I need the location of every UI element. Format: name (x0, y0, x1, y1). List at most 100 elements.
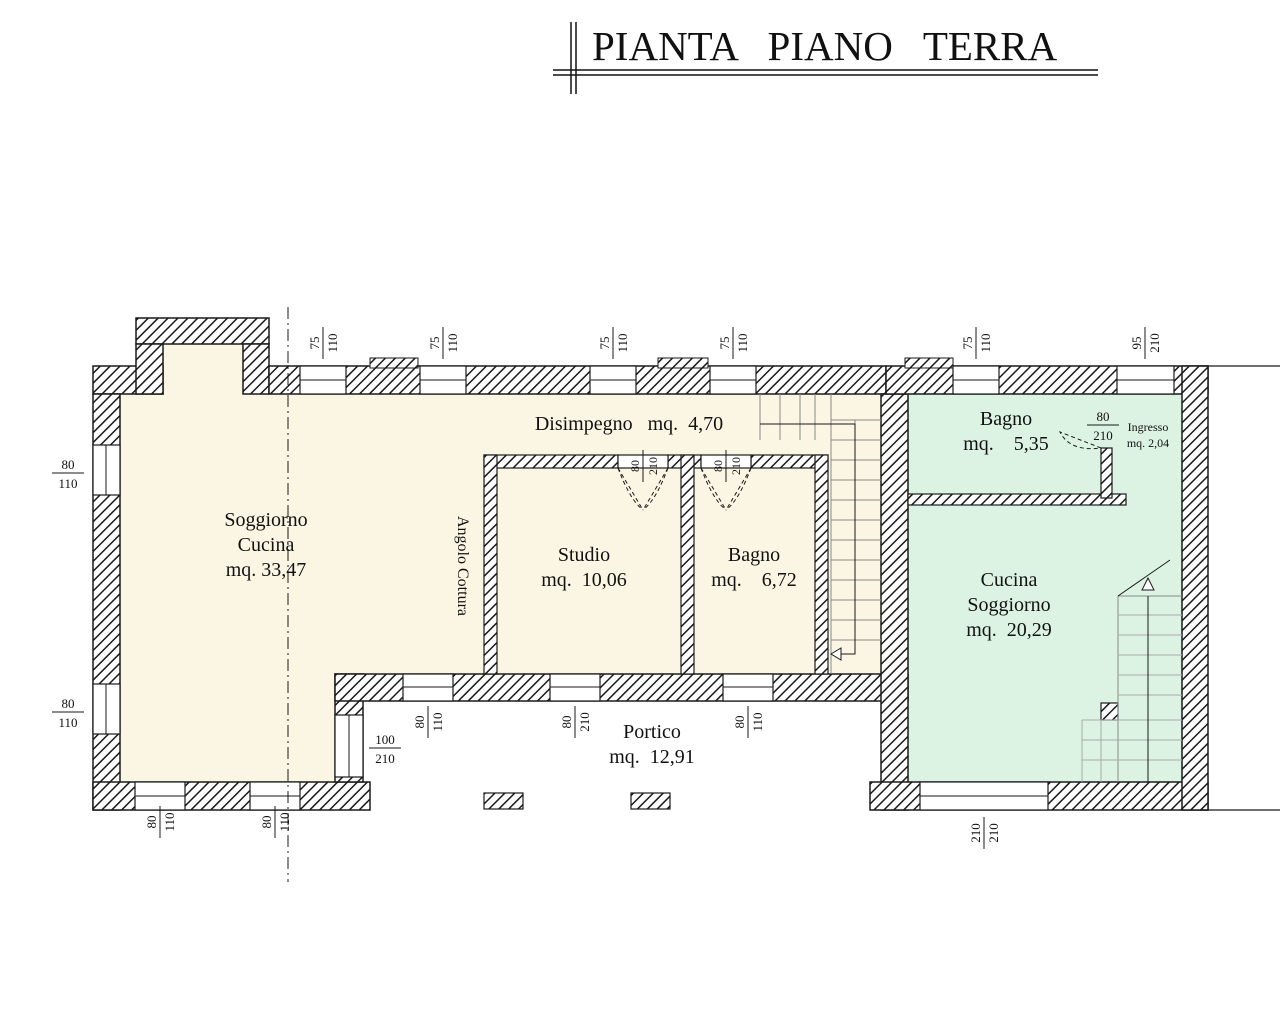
dimension-height: 210 (1093, 428, 1113, 443)
wall-studio-top (483, 454, 619, 469)
ingresso-area: mq. 2,04 (1127, 436, 1169, 450)
dimension-height: 110 (277, 812, 292, 831)
dimension-height: 110 (978, 333, 993, 352)
dimension-width: 95 (1129, 337, 1144, 350)
dimension-width: 75 (427, 337, 442, 350)
portico-label: Portico (623, 721, 681, 743)
soggiorno-cucina-area: mq. 33,47 (226, 559, 307, 581)
portico-pillar-2 (630, 792, 671, 810)
door-swings (617, 431, 1102, 511)
dimension-height: 210 (646, 457, 660, 475)
dimension-height: 210 (986, 823, 1001, 843)
dimension-height: 110 (58, 715, 77, 730)
dimension-height: 110 (445, 333, 460, 352)
dimension-width: 100 (375, 732, 395, 747)
dimension-height: 110 (162, 812, 177, 831)
outside-boundary (1200, 365, 1280, 811)
wall-right (1181, 365, 1209, 811)
wall-bagno-right-bottom (907, 493, 1127, 506)
stairs-center (759, 394, 881, 674)
dimension-width: 80 (259, 816, 274, 829)
stairs-right (1081, 559, 1182, 782)
ingresso-door-swing (1058, 431, 1102, 450)
dimension-height: 210 (577, 712, 592, 732)
bagno-door-swing (700, 467, 752, 511)
wall-nub-1 (369, 357, 419, 369)
dimension-height: 110 (750, 712, 765, 731)
ingresso-label: Ingresso (1128, 420, 1169, 434)
studio-door-swing (617, 467, 669, 511)
dimension-height: 110 (735, 333, 750, 352)
wall-ingresso-stub (1100, 447, 1113, 499)
page-title: PIANTA PIANO TERRA (592, 23, 1058, 69)
dimension-width: 80 (559, 716, 574, 729)
opening-glass-lines (105, 379, 1174, 797)
wall-bump-left (135, 343, 164, 395)
dimension-width: 80 (711, 460, 725, 472)
dimension-studio-door: 80 210 (628, 450, 660, 482)
title-block: PIANTA PIANO TERRA (553, 22, 1098, 94)
cucina-soggiorno-label-1: Cucina (981, 569, 1038, 591)
dimension-width: 80 (1097, 409, 1110, 424)
dimension-width: 80 (628, 460, 642, 472)
dimension-height: 110 (58, 476, 77, 491)
disimpegno-label: Disimpegno mq. 4,70 (535, 413, 723, 435)
right-unit-floor (908, 394, 1182, 782)
dimension-bagno-door: 80 210 (711, 450, 743, 482)
bagno-right-label: Bagno (980, 408, 1032, 430)
soggiorno-cucina-label-2: Cucina (238, 534, 295, 556)
dimension-height: 110 (430, 712, 445, 731)
dimension-height: 110 (325, 333, 340, 352)
cucina-soggiorno-area: mq. 20,29 (966, 619, 1052, 641)
dimension-height: 210 (375, 751, 395, 766)
dimension-width: 75 (307, 337, 322, 350)
dimension-height: 210 (1147, 333, 1162, 353)
bagno-center-area: mq. 6,72 (711, 569, 797, 591)
dimension-height: 210 (729, 457, 743, 475)
studio-area: mq. 10,06 (541, 569, 627, 591)
dimension-width: 80 (62, 457, 75, 472)
bagno-center-label: Bagno (728, 544, 780, 566)
wall-top-main (268, 365, 887, 395)
wall-divider (880, 393, 909, 811)
dimension-width: 80 (62, 696, 75, 711)
dimension-height: 110 (615, 333, 630, 352)
dimension-width: 80 (412, 716, 427, 729)
portico-pillar-1 (483, 792, 524, 810)
dimension-width: 75 (960, 337, 975, 350)
dimension-width: 80 (732, 716, 747, 729)
angolo-cottura-label: Angolo Cottura (454, 516, 471, 616)
cucina-soggiorno-label-2: Soggiorno (967, 594, 1050, 616)
dimension-width: 75 (717, 337, 732, 350)
room-labels: Soggiorno Cucina mq. 33,47 Angolo Cottur… (224, 408, 1169, 768)
dimension-width: 80 (144, 816, 159, 829)
soggiorno-alcove-floor (163, 344, 243, 396)
wall-bump-right (242, 343, 270, 395)
wall-studio-left (483, 454, 498, 675)
portico-area: mq. 12,91 (609, 746, 695, 768)
studio-label: Studio (558, 544, 610, 566)
dimension-width: 210 (968, 823, 983, 843)
dimension-width: 75 (597, 337, 612, 350)
wall-bagno-right (814, 454, 829, 675)
wall-nub-3 (904, 357, 954, 369)
bagno-right-area: mq. 5,35 (963, 433, 1049, 455)
